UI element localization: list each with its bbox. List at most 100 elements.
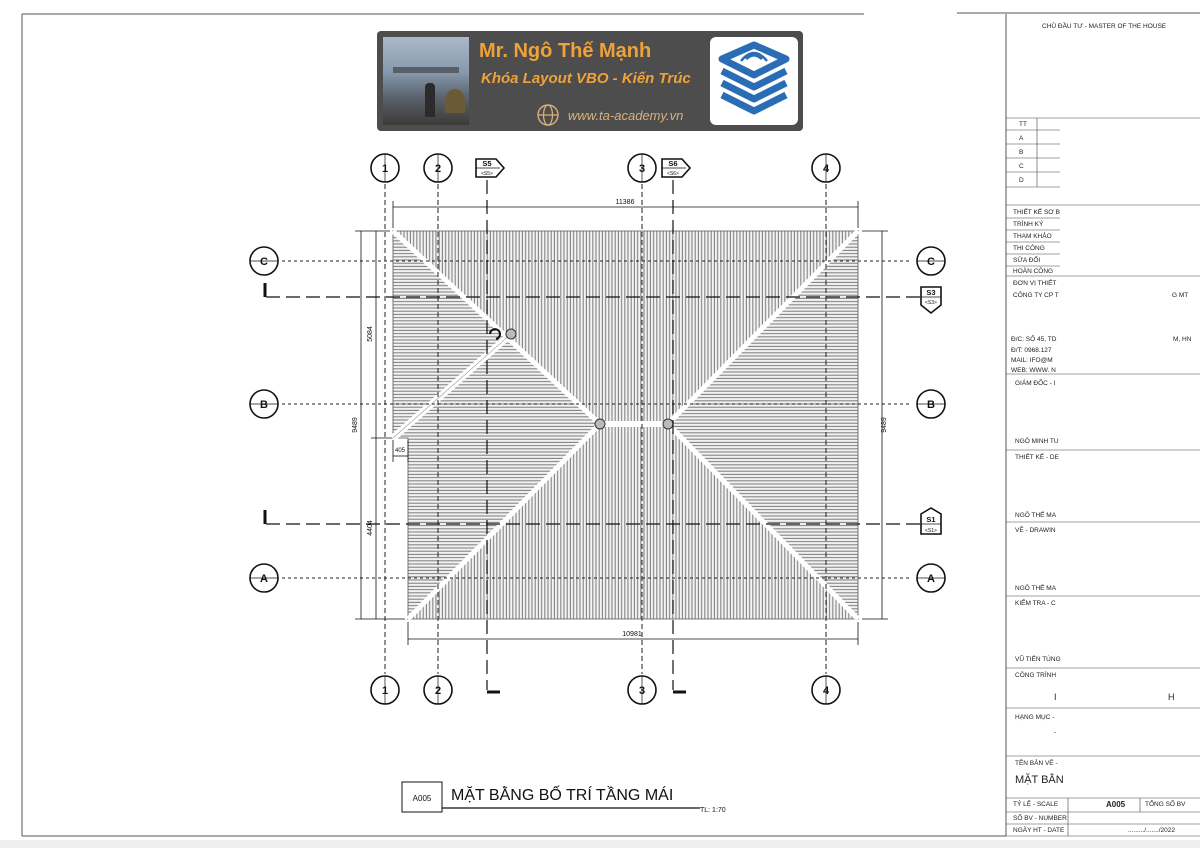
dim-left-lower: 4404 (367, 520, 374, 536)
globe-icon (537, 104, 559, 126)
grid-bubble-row-b-left: B (249, 389, 279, 419)
banner-course-name: Khóa Layout VBO - Kiến Trúc (481, 70, 691, 87)
svg-text:S3: S3 (926, 288, 935, 297)
drawing-scale: TL: 1:70 (700, 807, 726, 814)
layers-logo-icon (718, 41, 790, 115)
grid-bubble-col-3-top: 3 (627, 153, 657, 183)
svg-text:S5: S5 (482, 159, 491, 168)
tb-rev-d: D (1019, 177, 1024, 184)
tb-sheet-name-label: TÊN BẢN VẼ - (1015, 760, 1058, 767)
svg-text:4: 4 (823, 685, 830, 697)
grid-bubbles-columns: 1 2 3 4 1 2 3 4 (370, 153, 841, 705)
svg-text:A: A (260, 573, 268, 585)
tb-scale-label: TỶ LỆ - SCALE (1013, 801, 1059, 808)
tb-total-label: TỔNG SỐ BV (1145, 801, 1186, 808)
dimension-lines (355, 201, 888, 645)
tb-number-label: SỐ BV - NUMBER (1013, 815, 1067, 822)
section-end-marks (263, 283, 686, 694)
grid-bubble-row-b-right: B (916, 389, 946, 419)
svg-text:C: C (927, 256, 935, 268)
grid-bubbles-rows: C B A C B A (249, 246, 946, 593)
tb-rev-c: C (1019, 163, 1024, 170)
drawing-sheet-code: A005 (413, 794, 432, 803)
grid-bubble-col-2-bottom: 2 (423, 675, 453, 705)
dim-offset: 405 (395, 448, 406, 454)
tb-sheet-code: A005 (1106, 800, 1126, 809)
grid-bubble-row-c-left: C (249, 246, 279, 276)
tb-phase-3: THAM KHẢO (1013, 233, 1052, 240)
grid-bubble-col-2-top: 2 (423, 153, 453, 183)
tb-phase-6: HOÀN CÔNG (1013, 268, 1054, 275)
dimension-labels: 11386 10981 5084 4404 9489 9489 405 (352, 199, 888, 638)
tb-director: GIÁM ĐỐC - I (1015, 380, 1056, 387)
grid-bubble-col-3-bottom: 3 (627, 675, 657, 705)
tb-address: Đ/C: SỐ 45, TD (1011, 336, 1057, 343)
tb-rev-tt: TT (1019, 121, 1027, 128)
tb-director-name: NGÔ MINH TU (1015, 438, 1059, 445)
tb-item-frag: - (1054, 729, 1057, 736)
svg-text:A: A (927, 573, 935, 585)
tb-mail: MAIL: IFO@M (1011, 357, 1053, 364)
academy-logo (710, 37, 798, 125)
svg-text:<S5>: <S5> (481, 171, 493, 177)
grid-bubble-col-1-bottom: 1 (370, 675, 400, 705)
svg-text:<S3>: <S3> (925, 300, 937, 306)
tb-company: CÔNG TY CP T (1013, 292, 1059, 299)
dim-top: 11386 (616, 199, 635, 206)
tb-item: HẠNG MỤC - (1015, 714, 1055, 721)
grid-bubble-col-4-bottom: 4 (811, 675, 841, 705)
section-lines (266, 180, 920, 690)
tb-project-frag-b: H (1168, 692, 1175, 702)
banner-website[interactable]: www.ta-academy.vn (568, 108, 684, 123)
section-markers: S5 <S5> S6 <S6> S3 <S3> S1 <S1> (475, 158, 942, 535)
grid-bubble-row-a-right: A (916, 563, 946, 593)
tb-check-name: VŨ TIẾN TÙNG (1015, 656, 1061, 663)
tb-design-name: NGÔ THẾ MA (1015, 512, 1057, 519)
drawing-title: MẶT BẰNG BỐ TRÍ TẦNG MÁI (451, 784, 673, 804)
tb-phone: Đ/T: 0968.127 (1011, 347, 1052, 354)
tb-sheet-name: MẶT BẰN (1015, 774, 1064, 786)
tb-web: WEB: WWW. N (1011, 367, 1056, 374)
tb-phase-2: TRÌNH KÝ (1013, 221, 1044, 228)
grid-lines-horizontal (282, 260, 912, 579)
section-marker-s3: S3 <S3> (920, 286, 942, 315)
svg-text:1: 1 (382, 685, 388, 697)
svg-text:<S1>: <S1> (925, 528, 937, 534)
svg-text:3: 3 (639, 685, 645, 697)
tb-design-unit: ĐƠN VỊ THIẾT (1013, 280, 1057, 287)
svg-text:1: 1 (382, 163, 388, 175)
author-banner: Mr. Ngô Thế Mạnh Khóa Layout VBO - Kiến … (377, 31, 803, 131)
tb-phase-5: SỬA ĐỔI (1013, 257, 1041, 264)
tb-rev-b: B (1019, 149, 1024, 156)
tb-phase-4: THI CÔNG (1013, 245, 1045, 252)
svg-text:4: 4 (823, 163, 830, 175)
tb-company-tail: G MT (1172, 292, 1189, 299)
svg-text:B: B (927, 399, 935, 411)
sheet-border (21, 12, 1200, 837)
tb-address-tail: M, HN (1173, 336, 1192, 343)
section-marker-s5: S5 <S5> (475, 158, 506, 178)
grid-bubble-col-4-top: 4 (811, 153, 841, 183)
dim-bottom: 10981 (622, 631, 642, 638)
grid-bubble-col-1-top: 1 (370, 153, 400, 183)
author-photo (383, 37, 469, 125)
banner-author-name: Mr. Ngô Thế Mạnh (479, 40, 652, 62)
dim-left-upper: 5084 (367, 326, 374, 342)
tb-project-frag-a: I (1054, 692, 1057, 702)
tb-date-label: NGÀY HT - DATE (1013, 827, 1065, 834)
dim-left-total: 9489 (352, 417, 359, 433)
section-marker-s6: S6 <S6> (661, 158, 692, 178)
tb-date-value: ........./......./2022 (1128, 827, 1175, 834)
tb-design: THIẾT KẾ - DE (1015, 454, 1059, 461)
section-marker-s1: S1 <S1> (920, 507, 942, 535)
dim-right-total: 9489 (881, 417, 888, 433)
grid-lines-vertical (384, 184, 827, 674)
tb-project: CÔNG TRÌNH (1015, 672, 1057, 679)
roof-surface (390, 229, 860, 621)
tb-phase-1: THIẾT KẾ SƠ B (1013, 209, 1060, 216)
tb-drawing-name: NGÔ THẾ MA (1015, 585, 1057, 592)
tb-check: KIỂM TRA - C (1015, 600, 1056, 607)
